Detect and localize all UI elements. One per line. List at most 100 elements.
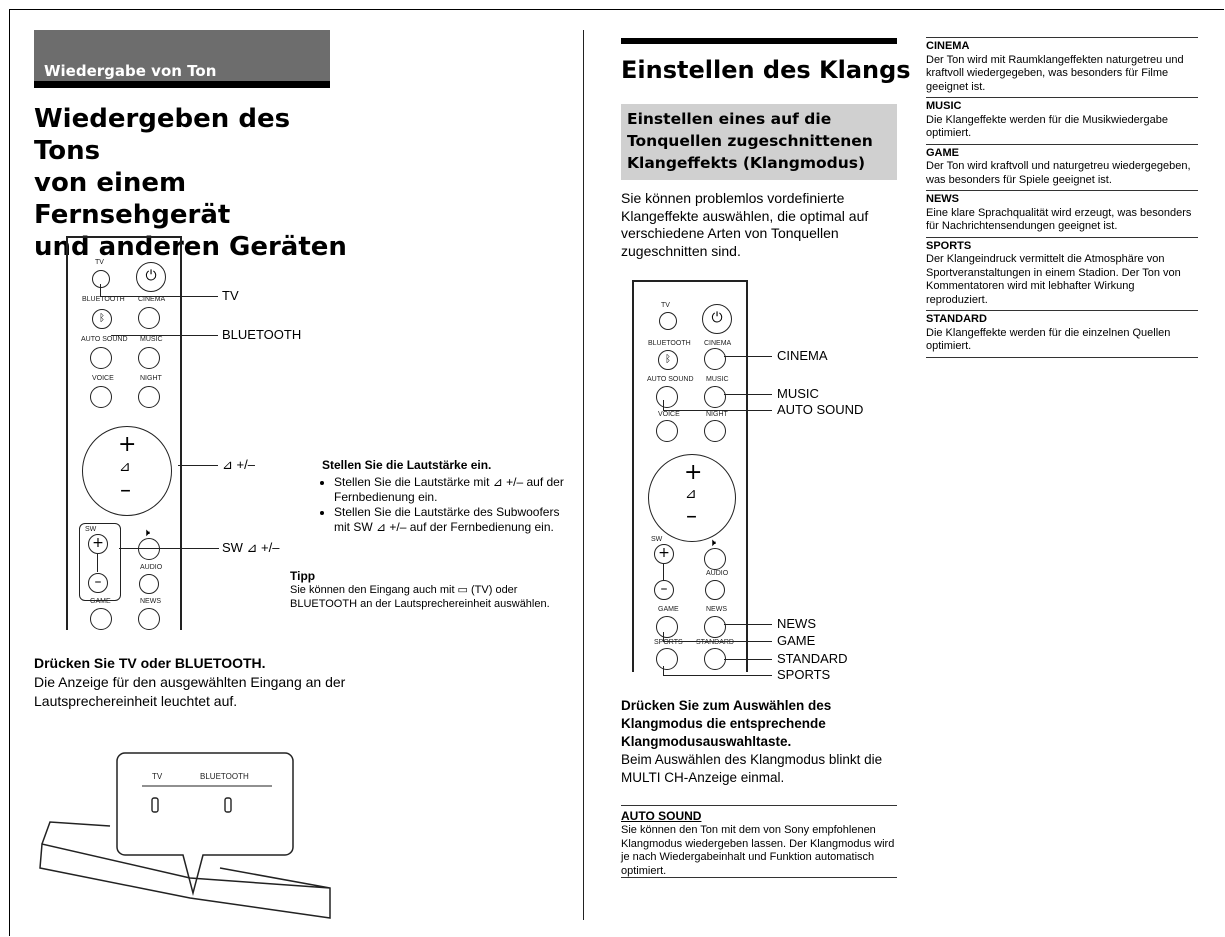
mode-press-heading: Drücken Sie zum Auswählen des Klangmodus… [621,698,832,749]
tip-heading: Tipp [290,569,316,583]
btn-label: CINEMA [138,296,166,303]
btn-label: AUDIO [140,564,163,571]
title-line: von einem Fernsehgerät [34,168,231,230]
btn-label: SW [85,526,97,533]
mute-button[interactable] [704,548,726,570]
audio-button[interactable] [139,574,159,594]
btn-label: NIGHT [706,411,728,418]
power-icon[interactable]: ⏻ [702,304,732,334]
press-heading: Drücken Sie TV oder BLUETOOTH. [34,655,266,671]
voice-button[interactable] [656,420,678,442]
mode-description: Eine klare Sprachqualität wird erzeugt, … [926,206,1192,233]
volume-plus-icon[interactable]: + [684,460,703,485]
btn-label: STANDARD [696,639,734,646]
auto-sound-heading: AUTO SOUND [621,809,702,823]
standard-button[interactable] [704,648,726,670]
cinema-button[interactable] [138,307,160,329]
btn-label: BLUETOOTH [82,296,125,303]
game-button[interactable] [656,616,678,638]
soundbar-illustration [39,752,331,919]
title-rule [621,38,897,44]
mode-name: SPORTS [926,239,972,252]
btn-label: TV [95,259,104,266]
mute-icon: 🕨 [143,526,150,539]
volume-minus-icon[interactable]: – [120,478,131,503]
auto-sound-rule [621,805,897,806]
btn-label: SW [651,536,663,543]
tip-box: Tipp Sie können den Eingang auch mit ▭ (… [290,569,565,611]
volume-icon: ⊿ [685,486,697,502]
mode-item: NEWS Eine klare Sprachqualität wird erze… [926,190,1198,237]
news-button[interactable] [704,616,726,638]
mode-description: Die Klangeffekte werden für die Musikwie… [926,113,1168,140]
remote-illustration-modes: TV ⏻ BLUETOOTH CINEMA ᛒ AUTO SOUND MUSIC… [632,280,748,672]
tv-button[interactable] [659,312,677,330]
volume-plus-icon[interactable]: + [118,432,137,457]
music-button[interactable] [138,347,160,369]
mode-item: GAME Der Ton wird kraftvoll und naturget… [926,143,1198,191]
callout-news: NEWS [777,616,816,631]
soundbar-tv-label: TV [152,772,163,781]
press-instruction: Drücken Sie TV oder BLUETOOTH. Die Anzei… [34,654,354,711]
mute-icon: 🕨 [709,536,716,549]
auto-sound-note: AUTO SOUND Sie können den Ton mit dem vo… [621,809,897,878]
btn-label: MUSIC [140,336,163,343]
cinema-button[interactable] [704,348,726,370]
night-button[interactable] [704,420,726,442]
btn-label: SPORTS [654,639,683,646]
callout-sports: SPORTS [777,667,831,682]
btn-label: VOICE [92,375,114,382]
mode-name: MUSIC [926,100,962,112]
voice-button[interactable] [90,386,112,408]
remote-illustration: TV ⏻ BLUETOOTH CINEMA ᛒ AUTO SOUND MUSIC… [66,236,182,630]
mode-list: CINEMA Der Ton wird mit Raumklangeffekte… [926,37,1198,358]
sw-minus-button[interactable]: – [88,573,108,593]
bluetooth-button[interactable]: ᛒ [658,350,678,370]
volume-heading: Stellen Sie die Lautstärke ein. [322,458,492,472]
sw-plus-button[interactable]: + [88,534,108,554]
auto-sound-button[interactable] [90,347,112,369]
mode-name: NEWS [926,193,959,205]
btn-label: BLUETOOTH [648,340,691,347]
volume-dial[interactable] [82,426,172,516]
game-button[interactable] [90,608,112,630]
volume-dial[interactable] [648,454,736,542]
btn-label: AUDIO [706,570,729,577]
volume-minus-icon[interactable]: – [686,504,697,529]
mode-item: STANDARD Die Klangeffekte werden für die… [926,310,1198,358]
page-frame [9,9,1224,936]
tip-text: Sie können den Eingang auch mit ▭ (TV) o… [290,584,550,610]
mode-description: Der Ton wird mit Raumklangeffekten natur… [926,53,1184,93]
music-button[interactable] [704,386,726,408]
btn-label: TV [661,302,670,309]
bluetooth-button[interactable]: ᛒ [92,309,112,329]
sports-button[interactable] [656,648,678,670]
auto-sound-button[interactable] [656,386,678,408]
intro-text: Sie können problemlos vordefinierte Klan… [621,190,869,259]
callout-standard: STANDARD [777,651,848,666]
subheading: Einstellen eines auf die Tonquellen zuge… [627,110,873,172]
auto-sound-rule-bottom [621,877,897,878]
night-button[interactable] [138,386,160,408]
soundbar-bluetooth-label: BLUETOOTH [200,772,249,781]
callout-auto-sound: AUTO SOUND [777,402,864,417]
mode-instruction: Drücken Sie zum Auswählen des Klangmodus… [621,697,899,787]
btn-label: AUTO SOUND [81,336,128,343]
press-text: Die Anzeige für den ausgewählten Eingang… [34,674,346,709]
power-icon[interactable]: ⏻ [136,262,166,292]
news-button[interactable] [138,608,160,630]
sw-minus-button[interactable]: – [654,580,674,600]
mode-name: CINEMA [926,40,970,52]
btn-label: AUTO SOUND [647,376,694,383]
mode-description: Der Klangeindruck vermittelt die Atmosph… [926,253,1181,306]
mode-description: Die Klangeffekte werden für die einzelne… [926,326,1171,353]
volume-bullet: Stellen Sie die Lautstärke des Subwoofer… [334,505,572,535]
title-line: Wiedergeben des Tons [34,104,291,166]
btn-label: NEWS [706,606,727,613]
sw-plus-button[interactable]: + [654,544,674,564]
volume-bullet: Stellen Sie die Lautstärke mit ⊿ +/– auf… [334,475,572,505]
volume-instructions: Stellen Sie die Lautstärke ein. Stellen … [322,458,572,535]
volume-icon: ⊿ [119,459,131,475]
callout-cinema: CINEMA [777,348,828,363]
audio-button[interactable] [705,580,725,600]
